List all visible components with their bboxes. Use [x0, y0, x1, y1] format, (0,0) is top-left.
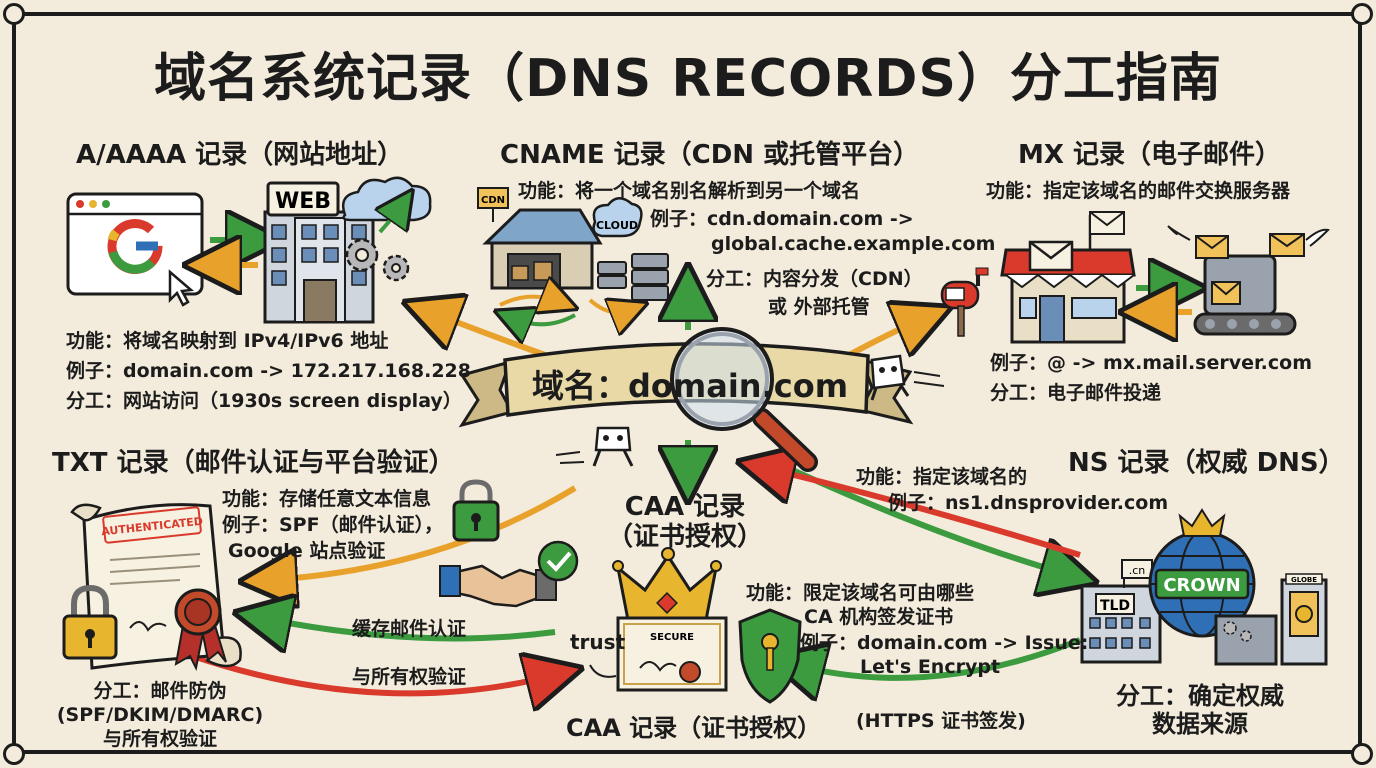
txt-arrow-label-2: 与所有权验证	[352, 666, 467, 688]
cname-record-function: 功能：将一个域名别名解析到另一个域名	[518, 180, 861, 202]
mx-record-role: 分工：电子邮件投递	[990, 382, 1162, 404]
ns-building-icon: GLOBE	[1214, 573, 1328, 666]
web-building-icon: WEB	[263, 181, 375, 324]
caa-record-heading-1: CAA 记录	[624, 492, 746, 522]
txt-record-role-1: 分工：邮件防伪	[93, 680, 227, 702]
caa-record-footer: CAA 记录（证书授权）	[566, 714, 822, 742]
corner-ornament	[1351, 743, 1373, 765]
txt-record-role-2: (SPF/DKIM/DMARC)	[56, 704, 264, 726]
cname-record-example-1: 例子：cdn.domain.com ->	[650, 208, 914, 230]
arrow-caa-to-txt	[262, 618, 556, 638]
txt-record-example-2: Google 站点验证	[228, 540, 386, 562]
arrow-txt-to-caa	[189, 655, 555, 693]
caa-https-label: (HTTPS 证书签发)	[856, 710, 1026, 732]
trust-label: trust	[570, 630, 626, 654]
mx-record-heading: MX 记录（电子邮件）	[1018, 140, 1281, 170]
globe-icon: CROWN	[1148, 508, 1256, 638]
check-badge-icon	[537, 540, 579, 582]
mailbox-icon	[940, 267, 989, 337]
corner-ornament	[3, 3, 25, 25]
svg-text:.cn: .cn	[1129, 564, 1146, 577]
a-record-example: 例子：domain.com -> 172.217.168.228	[66, 360, 471, 382]
arrow-ns-to-caa	[795, 637, 1082, 678]
arrow-center-to-txt	[268, 485, 577, 580]
padlock-icon	[452, 479, 500, 542]
certificate-icon: SECURE	[589, 616, 728, 692]
ns-record-role-2: 数据来源	[1152, 710, 1248, 738]
ns-record-role-1: 分工：确定权威	[1116, 682, 1284, 710]
caa-record-function-1: 功能：限定该域名可由哪些	[746, 582, 975, 604]
svg-text:WEB: WEB	[275, 189, 331, 214]
border-frame	[12, 12, 1362, 754]
magnifier-icon	[670, 327, 818, 472]
crown-icon	[612, 547, 722, 622]
caa-record-heading-2: （证书授权）	[606, 522, 763, 552]
caa-record-example-2: Let's Encrypt	[860, 656, 1001, 678]
exchange-arrows-icon	[210, 240, 258, 265]
ns-record-function: 功能：指定该域名的	[856, 466, 1028, 488]
mail-exchange-arrows-icon	[1136, 288, 1192, 312]
cname-record-example-2: global.cache.example.com	[711, 233, 996, 255]
a-record-function: 功能：将域名映射到 IPv4/IPv6 地址	[66, 330, 389, 352]
wax-seal-icon	[174, 588, 227, 672]
mail-server-icon	[1167, 225, 1330, 336]
svg-text:CDN: CDN	[481, 195, 505, 206]
ns-record-heading: NS 记录（权威 DNS）	[1068, 448, 1345, 478]
txt-arrow-label-1: 缓存邮件认证	[352, 618, 467, 640]
cloud-icon	[341, 176, 432, 222]
arrow-ns-to-center	[765, 468, 1081, 558]
mx-record-example: 例子：@ -> mx.mail.server.com	[990, 352, 1312, 374]
browser-google-icon	[66, 192, 204, 307]
svg-text:GLOBE: GLOBE	[1291, 576, 1317, 584]
txt-record-function: 功能：存储任意文本信息	[222, 488, 432, 510]
txt-record-heading: TXT 记录（邮件认证与平台验证）	[52, 448, 455, 478]
cname-record-role-1: 分工：内容分发（CDN）	[706, 268, 923, 290]
arrow-to-a-record	[430, 312, 547, 358]
corner-ornament	[3, 743, 25, 765]
cname-record-heading: CNAME 记录（CDN 或托管平台）	[500, 140, 920, 170]
server-rack-icon	[500, 253, 669, 324]
handshake-icon	[439, 564, 557, 608]
domain-banner-label: 域名：domain.com	[532, 367, 849, 405]
a-record-heading: A/AAAA 记录（网站地址）	[76, 140, 404, 170]
page-title: 域名系统记录（DNS RECORDS）分工指南	[154, 49, 1222, 109]
cname-record-role-2: 或 外部托管	[768, 296, 870, 318]
tld-building-icon: TLD .cn	[1080, 559, 1162, 664]
svg-text:TLD: TLD	[1100, 598, 1130, 614]
caa-record-example-1: 例子：domain.com -> Issue:	[800, 632, 1089, 654]
ns-record-example: 例子：ns1.dnsprovider.com	[888, 492, 1169, 514]
txt-record-role-3: 与所有权验证	[102, 728, 217, 750]
svg-text:CLOUD: CLOUD	[596, 219, 638, 232]
svg-text:CROWN: CROWN	[1163, 575, 1240, 596]
mascot-icon	[870, 354, 945, 401]
a-record-role: 分工：网站访问（1930s screen display）	[66, 390, 462, 412]
caa-record-function-2: CA 机构签发证书	[804, 606, 954, 628]
txt-record-example-1: 例子：SPF（邮件认证），	[222, 514, 444, 536]
mx-record-function: 功能：指定该域名的邮件交换服务器	[986, 180, 1291, 202]
shield-key-icon	[738, 608, 802, 704]
padlock-icon	[62, 584, 118, 660]
mascot-icon	[555, 426, 634, 467]
corner-ornament	[1351, 3, 1373, 25]
envelope-icon	[1028, 240, 1074, 272]
svg-text:SECURE: SECURE	[650, 632, 694, 643]
post-office-icon	[1000, 211, 1136, 344]
gear-icon	[345, 205, 408, 282]
